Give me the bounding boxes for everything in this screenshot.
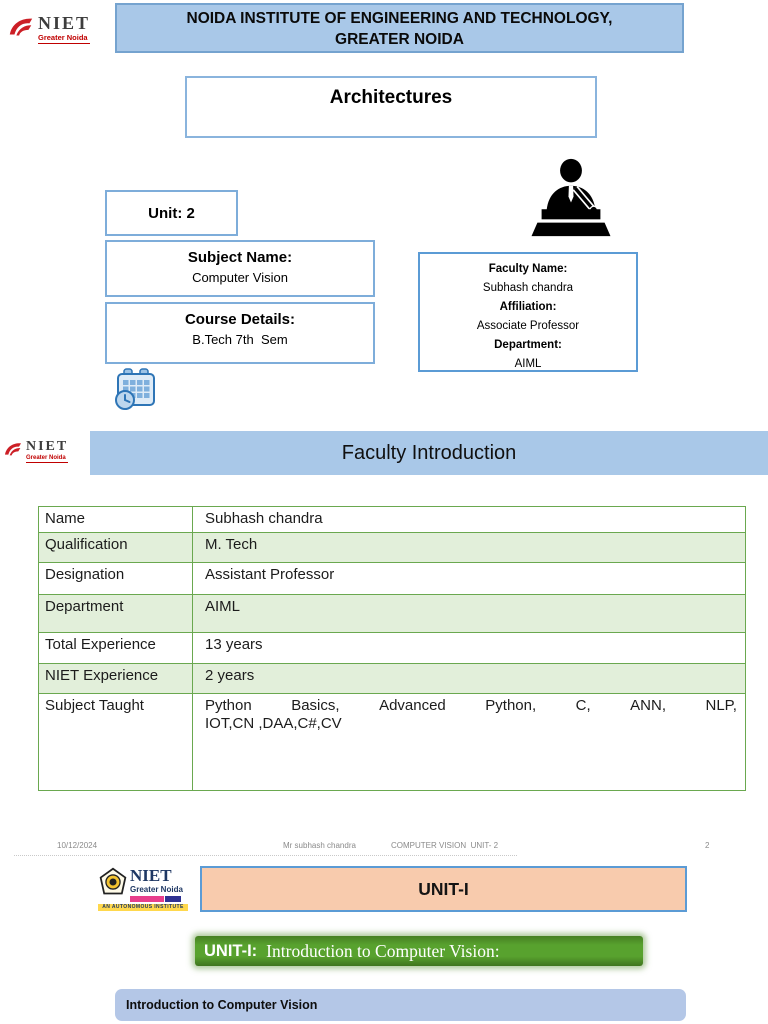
unit-heading-prefix: UNIT-I:: [204, 941, 258, 960]
row-label: Designation: [38, 562, 193, 595]
row-value: AIML: [192, 594, 746, 633]
affiliation-label: Affiliation:: [499, 301, 557, 313]
faculty-introduction-title: Faculty Introduction: [341, 441, 517, 464]
unit-label: Unit: 2: [148, 204, 195, 222]
table-row: Subject Taught Python Basics, Advanced P…: [38, 693, 746, 791]
subject-value: Computer Vision: [192, 270, 288, 285]
subject-word: Python,: [485, 697, 537, 714]
section-title-banner: Introduction to Computer Vision: [115, 989, 686, 1021]
subject-word: Python: [205, 697, 252, 714]
subjects-line1: Python Basics, Advanced Python, C, ANN, …: [205, 697, 737, 714]
subject-word: NLP,: [705, 697, 737, 714]
logo-ribbon: [130, 896, 183, 902]
table-row: NIET Experience 2 years: [38, 663, 746, 694]
row-label: Qualification: [38, 532, 193, 563]
row-label: Total Experience: [38, 632, 193, 664]
row-label: Department: [38, 594, 193, 633]
ribbon-blue-segment: [165, 896, 181, 902]
row-label: Subject Taught: [38, 693, 193, 791]
calendar-clock-icon: [115, 368, 155, 410]
course-box: Course Details: B.Tech 7th Sem: [105, 302, 375, 364]
row-value-subjects: Python Basics, Advanced Python, C, ANN, …: [192, 693, 746, 791]
row-value: 2 years: [192, 663, 746, 694]
speaker-podium-icon: [531, 158, 611, 237]
subject-box: Subject Name: Computer Vision: [105, 240, 375, 297]
niet-emblem-icon: [99, 867, 127, 895]
course-value: B.Tech 7th Sem: [192, 332, 288, 347]
slide-title-box: Architectures: [185, 76, 597, 138]
unit-heading-banner: UNIT-I: Introduction to Computer Vision:: [195, 936, 643, 966]
table-row: Name Subhash chandra: [38, 506, 746, 533]
subject-word: Basics,: [291, 697, 340, 714]
table-row: Department AIML: [38, 594, 746, 633]
row-value: Subhash chandra: [192, 506, 746, 533]
faculty-card: Faculty Name: Subhash chandra Affiliatio…: [418, 252, 638, 372]
unit-heading-text: Introduction to Computer Vision:: [266, 940, 500, 961]
row-value: Assistant Professor: [192, 562, 746, 595]
row-label: Name: [38, 506, 193, 533]
department-value: AIML: [514, 358, 542, 370]
subject-word: C,: [575, 697, 591, 714]
department-label: Department:: [494, 339, 562, 351]
subject-word: Advanced: [379, 697, 446, 714]
niet-swoosh-icon: [5, 443, 21, 456]
table-row: Total Experience 13 years: [38, 632, 746, 664]
niet-swoosh-icon: [9, 18, 33, 36]
faculty-introduction-banner: Faculty Introduction: [90, 431, 768, 475]
footer-page-number: 2: [705, 841, 710, 850]
unit-banner-title: UNIT-I: [418, 878, 469, 899]
slide-separator: [14, 855, 517, 856]
niet-logo: NIET Greater Noida: [3, 439, 69, 463]
row-value: M. Tech: [192, 532, 746, 563]
logo-name: NIET: [38, 13, 91, 33]
footer-course: COMPUTER VISION UNIT- 2: [391, 841, 499, 850]
course-label: Course Details:: [184, 311, 296, 328]
subject-word: ANN,: [630, 697, 666, 714]
faculty-name: Subhash chandra: [482, 282, 574, 294]
logo-subtitle: Greater Noida: [130, 885, 183, 894]
logo-subtitle: Greater Noida: [26, 455, 69, 463]
logo-name: NIET: [26, 439, 69, 454]
row-label: NIET Experience: [38, 663, 193, 694]
row-value: 13 years: [192, 632, 746, 664]
affiliation-value: Associate Professor: [476, 320, 580, 332]
table-row: Qualification M. Tech: [38, 532, 746, 563]
footer-author: Mr subhash chandra: [283, 841, 356, 850]
subjects-line2: IOT,CN ,DAA,C#,CV: [205, 715, 342, 732]
niet-logo: NIET Greater Noida: [7, 13, 91, 44]
subject-label: Subject Name:: [187, 249, 293, 266]
footer-date: 10/12/2024: [57, 841, 98, 850]
institute-line1: NOIDA INSTITUTE OF ENGINEERING AND TECHN…: [186, 10, 613, 27]
logo-name: NIET: [130, 866, 172, 885]
niet-color-logo: NIET Greater Noida AN AUTONOMOUS INSTITU…: [98, 867, 188, 911]
institute-header: NOIDA INSTITUTE OF ENGINEERING AND TECHN…: [115, 3, 684, 53]
faculty-name-label: Faculty Name:: [488, 263, 568, 275]
logo-tagline: AN AUTONOMOUS INSTITUTE: [98, 904, 188, 911]
ribbon-pink-segment: [130, 896, 164, 902]
unit-banner: UNIT-I: [200, 866, 687, 912]
faculty-table: Name Subhash chandra Qualification M. Te…: [38, 506, 746, 791]
table-row: Designation Assistant Professor: [38, 562, 746, 595]
institute-line2: GREATER NOIDA: [335, 31, 464, 48]
logo-subtitle: Greater Noida: [38, 34, 91, 44]
section-title: Introduction to Computer Vision: [126, 998, 318, 1012]
slide-title: Architectures: [329, 87, 453, 108]
unit-box: Unit: 2: [105, 190, 238, 236]
